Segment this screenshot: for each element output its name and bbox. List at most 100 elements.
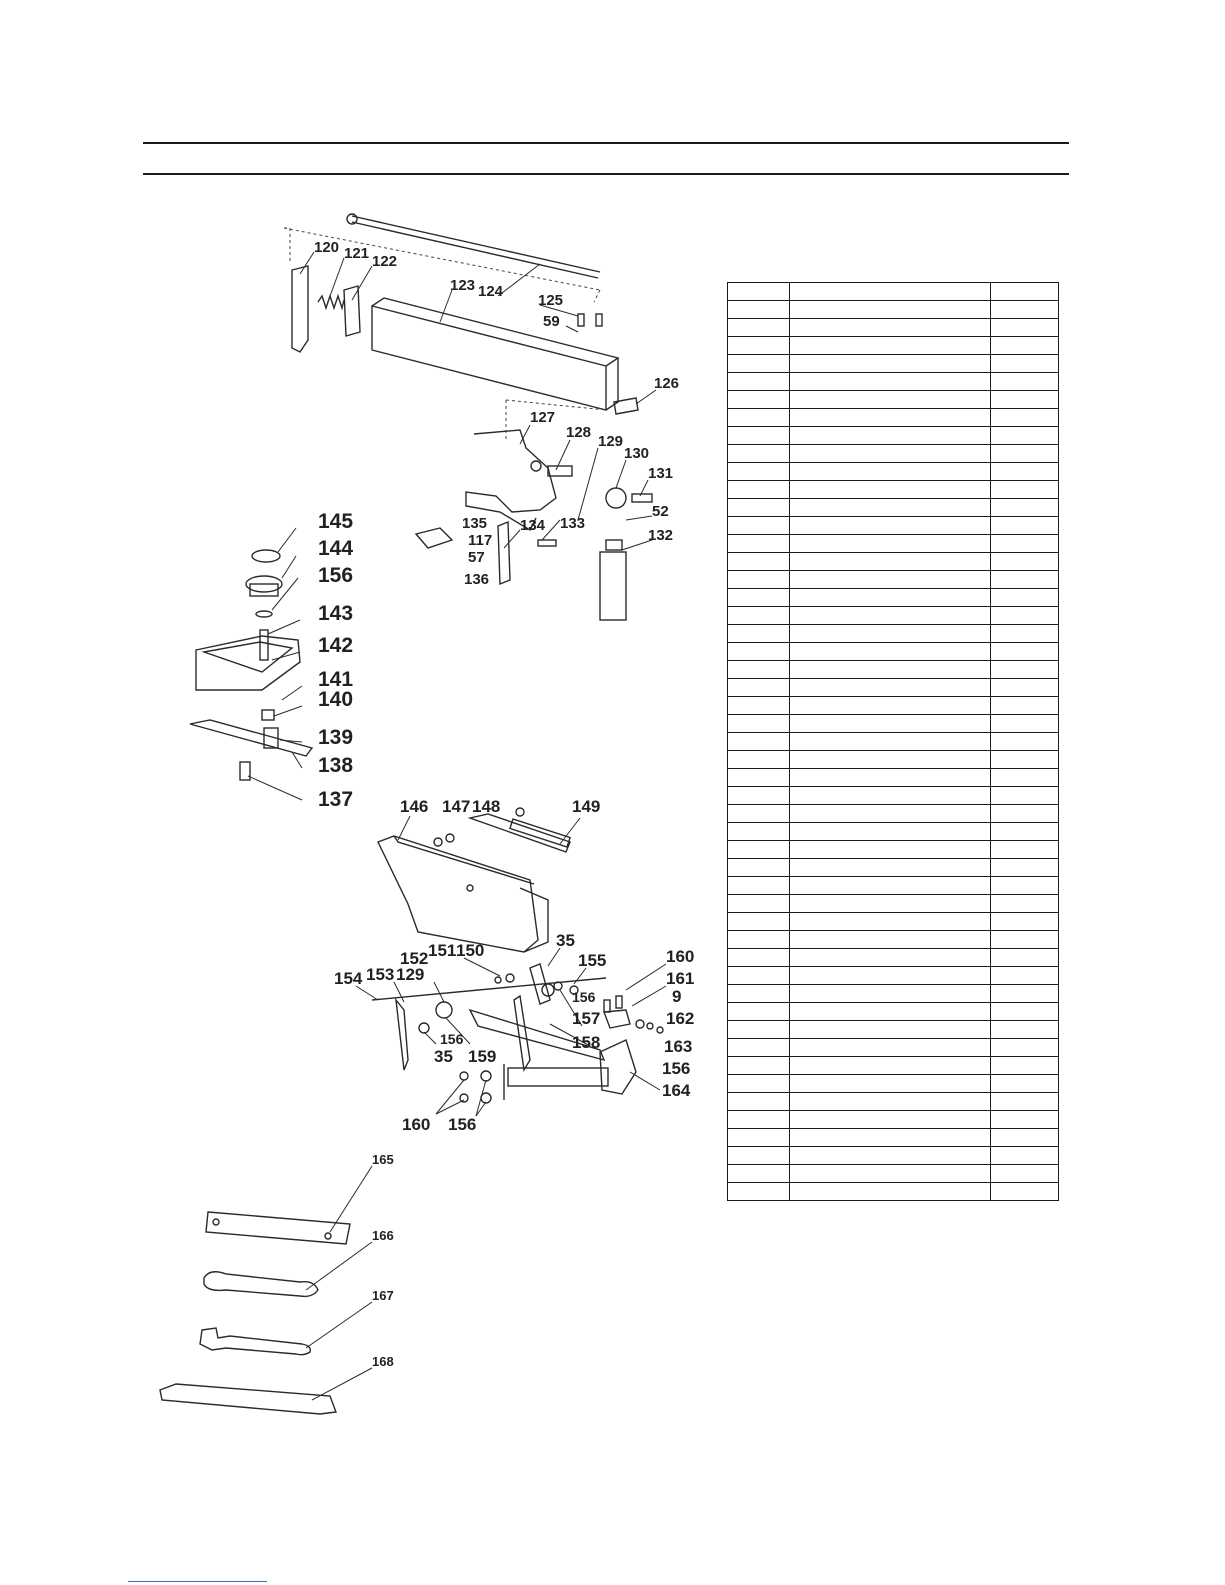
parts-table-cell — [789, 444, 991, 463]
parts-table-cell — [990, 1038, 1059, 1057]
parts-table-cell — [727, 1182, 790, 1201]
wrenches — [159, 1211, 351, 1415]
parts-table-cell — [990, 714, 1059, 733]
parts-table-cell — [727, 948, 790, 967]
parts-table-cell — [990, 894, 1059, 913]
callout-152: 152 — [400, 949, 428, 968]
callout-129-mid: 129 — [396, 965, 424, 984]
parts-table-cell — [990, 1182, 1059, 1201]
callout-122: 122 — [372, 253, 397, 270]
callout-156-lower: 156 — [662, 1059, 690, 1078]
callout-135: 135 — [462, 515, 487, 532]
callout-133: 133 — [560, 515, 585, 532]
parts-table-cell — [727, 534, 790, 553]
parts-table-cell — [727, 372, 790, 391]
callout-143: 143 — [318, 602, 353, 625]
parts-table-cell — [789, 282, 991, 301]
parts-table-cell — [990, 516, 1059, 535]
parts-table-cell — [727, 750, 790, 769]
parts-table-row — [727, 606, 1059, 625]
parts-table-cell — [789, 858, 991, 877]
parts-table-row — [727, 876, 1059, 895]
parts-table-cell — [789, 1182, 991, 1201]
callout-163: 163 — [664, 1037, 692, 1056]
parts-table-cell — [990, 588, 1059, 607]
parts-table-row — [727, 786, 1059, 805]
callout-156-bottom: 156 — [448, 1115, 476, 1134]
parts-table-cell — [990, 552, 1059, 571]
parts-table-cell — [727, 318, 790, 337]
parts-table-cell — [727, 732, 790, 751]
parts-table-cell — [789, 750, 991, 769]
parts-table-cell — [727, 1092, 790, 1111]
parts-table-cell — [990, 480, 1059, 499]
parts-table-cell — [789, 588, 991, 607]
parts-table-cell — [727, 336, 790, 355]
parts-table-cell — [990, 1146, 1059, 1165]
parts-table-cell — [990, 696, 1059, 715]
parts-table-row — [727, 732, 1059, 751]
parts-table-cell — [789, 1038, 991, 1057]
parts-table-row — [727, 462, 1059, 481]
parts-table-row — [727, 840, 1059, 859]
parts-table-cell — [789, 786, 991, 805]
parts-table-cell — [990, 1110, 1059, 1129]
callout-165: 165 — [372, 1152, 394, 1167]
parts-table-cell — [990, 606, 1059, 625]
callout-166: 166 — [372, 1228, 394, 1243]
callout-124: 124 — [478, 283, 504, 300]
callout-150: 150 — [456, 941, 484, 960]
parts-table-cell — [789, 894, 991, 913]
parts-table-cell — [727, 282, 790, 301]
parts-table-cell — [727, 912, 790, 931]
parts-table-cell — [727, 1020, 790, 1039]
parts-table-cell — [727, 1128, 790, 1147]
parts-table-cell — [789, 930, 991, 949]
parts-table-row — [727, 696, 1059, 715]
parts-table-cell — [990, 876, 1059, 895]
parts-table-cell — [990, 1074, 1059, 1093]
parts-table-row — [727, 336, 1059, 355]
parts-table-cell — [727, 804, 790, 823]
header-rule-bottom — [143, 173, 1069, 175]
parts-table-cell — [990, 318, 1059, 337]
parts-table-cell — [990, 372, 1059, 391]
callout-129-top: 129 — [598, 433, 623, 450]
parts-table-cell — [990, 804, 1059, 823]
header-rule-top — [143, 142, 1069, 144]
parts-table-cell — [789, 498, 991, 517]
parts-table-row — [727, 804, 1059, 823]
callout-164: 164 — [662, 1081, 691, 1100]
parts-table-row — [727, 1128, 1059, 1147]
callout-147: 147 — [442, 797, 470, 816]
parts-table-cell — [990, 408, 1059, 427]
callout-130: 130 — [624, 445, 649, 462]
callout-9: 9 — [672, 987, 681, 1006]
parts-table-cell — [990, 300, 1059, 319]
parts-table-cell — [990, 354, 1059, 373]
callout-121: 121 — [344, 245, 369, 262]
parts-table-cell — [789, 336, 991, 355]
parts-table-cell — [789, 1074, 991, 1093]
parts-table-cell — [789, 372, 991, 391]
parts-table-cell — [727, 1056, 790, 1075]
parts-table-row — [727, 1002, 1059, 1021]
parts-table-cell — [727, 606, 790, 625]
parts-table-row — [727, 714, 1059, 733]
parts-table-cell — [789, 426, 991, 445]
parts-table-row — [727, 552, 1059, 571]
parts-table-cell — [990, 660, 1059, 679]
parts-table-cell — [990, 840, 1059, 859]
parts-table-cell — [789, 516, 991, 535]
leader-lines — [247, 251, 667, 1401]
parts-table-row — [727, 1110, 1059, 1129]
parts-table-cell — [990, 1056, 1059, 1075]
parts-table-cell — [990, 498, 1059, 517]
parts-table-row — [727, 480, 1059, 499]
parts-table-row — [727, 822, 1059, 841]
parts-table-cell — [789, 624, 991, 643]
parts-table-cell — [727, 552, 790, 571]
parts-table-cell — [789, 318, 991, 337]
parts-table-cell — [727, 696, 790, 715]
